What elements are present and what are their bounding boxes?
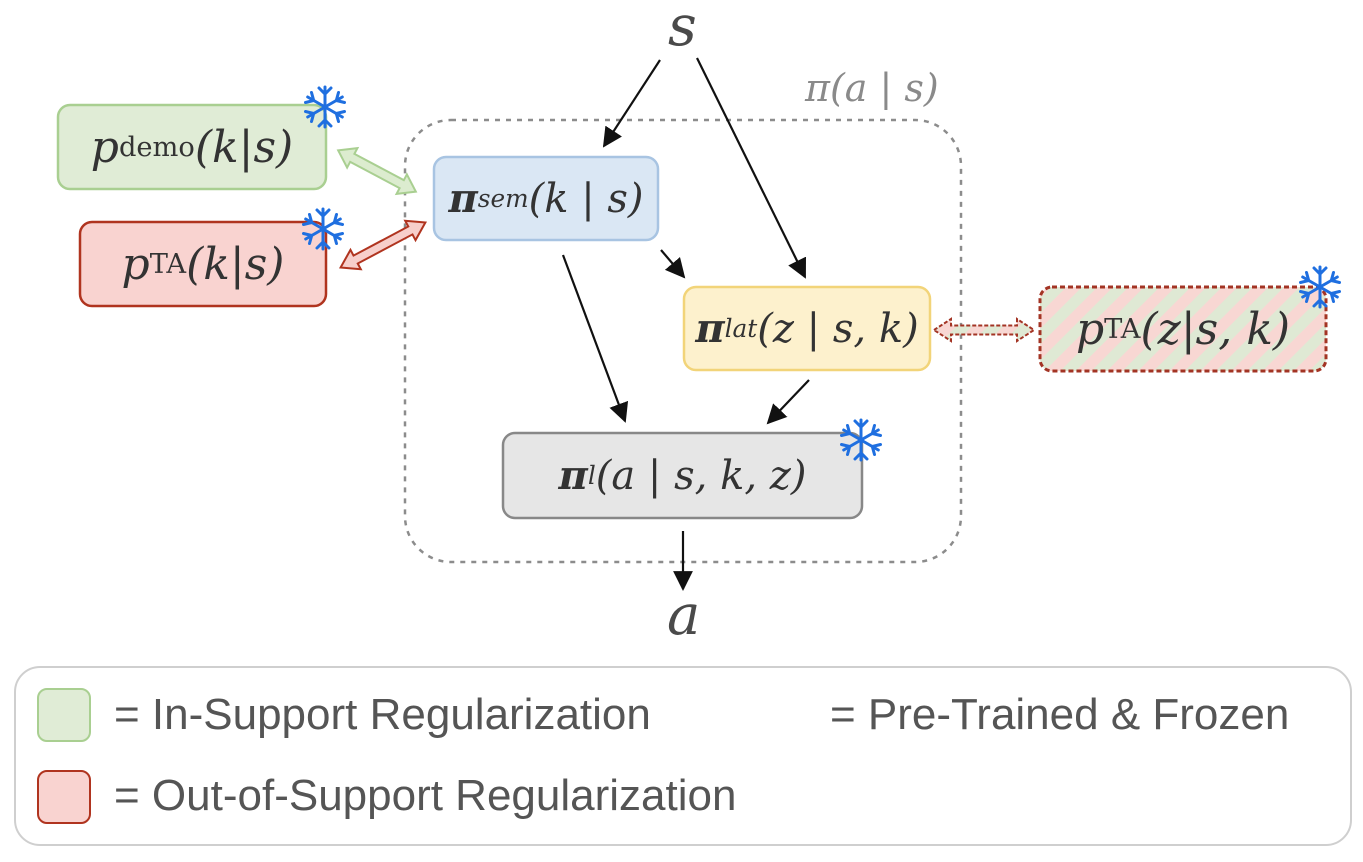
out-support-legend-label: = Out-of-Support Regularization — [114, 771, 737, 820]
sem-pi: π — [448, 175, 478, 222]
output-action-label: a — [667, 583, 701, 648]
red-double-arrow — [338, 219, 428, 271]
ta-k-sup: TA — [149, 248, 187, 280]
frozen-legend-label: = Pre-Trained & Frozen — [830, 690, 1290, 739]
ta-z-box — [1038, 285, 1328, 373]
low-box — [501, 431, 864, 520]
sem-box — [432, 155, 660, 242]
low-args: (a | s, k, z) — [595, 452, 807, 499]
low-sup: l — [587, 461, 596, 490]
arrow-sem-to-low — [561, 254, 629, 423]
striped-double-arrow — [932, 317, 1036, 343]
arrow-s-to-lat — [696, 57, 806, 279]
arrow-lat-to-low — [766, 379, 810, 425]
green-double-arrow — [336, 146, 418, 196]
demo-args: (k|s) — [194, 121, 294, 173]
lat-sup: lat — [724, 314, 758, 343]
legend-box — [14, 666, 1352, 846]
ta-k-args: (k|s) — [186, 238, 285, 290]
lat-args: (z | s, k) — [757, 305, 919, 352]
sem-sup: sem — [477, 184, 529, 213]
ta-k-p: p — [121, 238, 150, 290]
out-support-swatch — [37, 770, 91, 824]
ta-z-args: (z|s, k) — [1140, 303, 1291, 355]
input-state-label: s — [668, 0, 697, 59]
arrow-sem-to-lat — [660, 249, 686, 279]
in-support-legend-label: = In-Support Regularization — [114, 690, 651, 739]
in-support-swatch — [37, 688, 91, 742]
sem-args: (k | s) — [528, 175, 644, 222]
lat-box — [682, 285, 932, 372]
lat-pi: π — [695, 305, 725, 352]
arrow-s-to-sem — [602, 59, 661, 148]
ta-k-box — [78, 220, 328, 308]
ta-z-sup: TA — [1104, 313, 1141, 345]
ta-z-p: p — [1075, 303, 1105, 355]
demo-box — [56, 103, 328, 191]
low-pi: π — [558, 452, 588, 499]
demo-sup: demo — [118, 131, 195, 163]
demo-p: p — [90, 121, 119, 173]
policy-label: π(a | s) — [805, 66, 939, 110]
